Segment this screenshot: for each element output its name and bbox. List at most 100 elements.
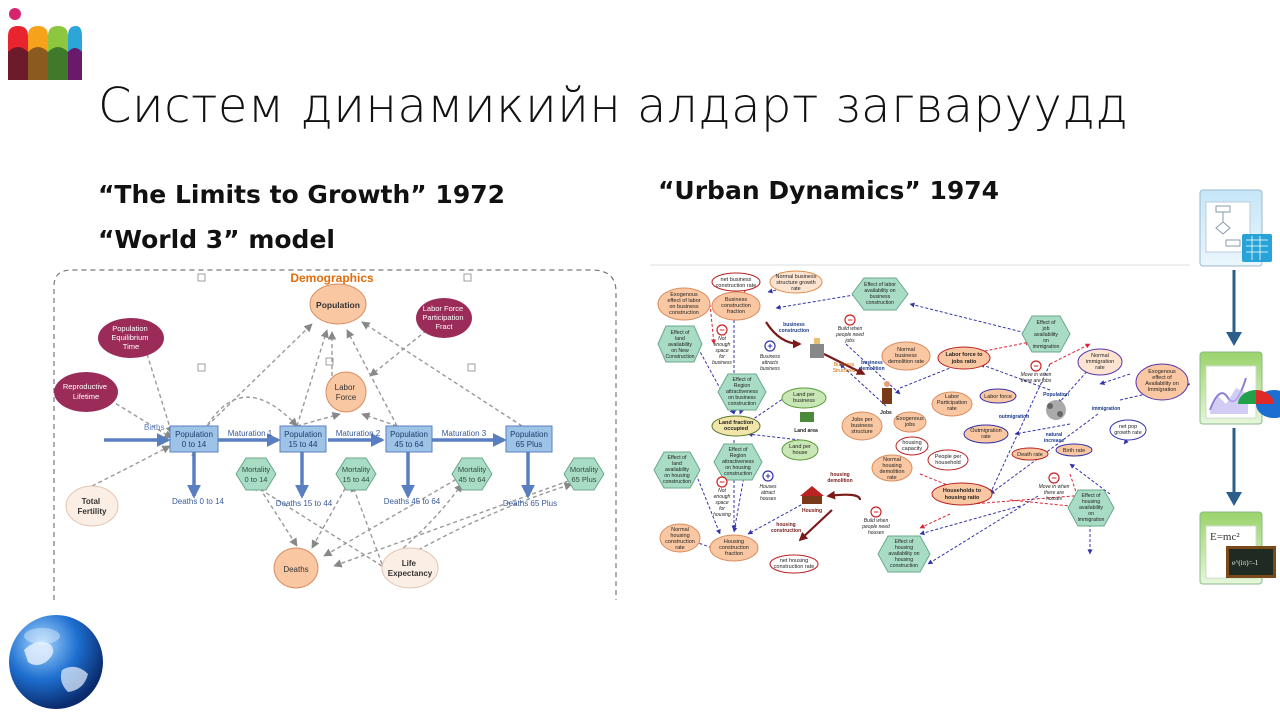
svg-text:−: − [719, 477, 724, 487]
slide-title: Систем динамикийн алдарт загваруудд [98, 78, 1128, 134]
svg-text:Deaths: Deaths [283, 565, 308, 574]
outmigration-rate-node: Outmigrationrate [964, 425, 1008, 443]
deaths-45-64-label: Deaths 45 to 64 [384, 497, 441, 506]
svg-text:e^(iπ)=-1: e^(iπ)=-1 [1232, 559, 1259, 567]
households-housing-ratio-node: Households tohousing ratio [932, 483, 992, 505]
build-when-houses-label: Build whenpeople needhouses [861, 518, 890, 536]
deaths-node: Deaths [274, 548, 318, 588]
land-area-label: Land area [794, 428, 818, 434]
svg-text:Mortality15 to 44: Mortality15 to 44 [342, 465, 371, 484]
demographics-header: Demographics [290, 271, 374, 285]
labor-participation-rate-node: LaborParticipationrate [932, 392, 972, 416]
net-business-construction-rate-node: net businessconstruction rate [712, 273, 760, 291]
svg-text:−: − [847, 315, 852, 325]
svg-text:Population: Population [316, 300, 360, 310]
deaths-0-14-label: Deaths 0 to 14 [172, 497, 225, 506]
move-in-jobs-label: Move in whenthere are jobs [1021, 372, 1052, 384]
chart-icon [1200, 352, 1280, 424]
svg-text:Population15 to 44: Population15 to 44 [284, 430, 322, 449]
globe-icon [6, 612, 106, 712]
maturation-3-label: Maturation 3 [442, 429, 487, 438]
death-rate-node: Death rate [1012, 448, 1048, 460]
maturation-2-label: Maturation 2 [336, 429, 381, 438]
business-attracts-label: Businessattractsbusiness [760, 354, 781, 372]
build-when-jobs-label: Build whenpeople needjobs [835, 326, 864, 344]
svg-text:Death rate: Death rate [1017, 452, 1043, 458]
deaths-65-plus-label: Deaths 65 Plus [503, 499, 557, 508]
immigration-label: immigration [1092, 406, 1121, 412]
deaths-15-44-label: Deaths 15 to 44 [276, 499, 333, 508]
svg-text:Exogenouseffect ofAvailability: Exogenouseffect ofAvailability onImmigra… [1145, 369, 1179, 393]
population-total-node: Population [310, 284, 366, 324]
birth-rate-node: Birth rate [1056, 444, 1092, 456]
mortality-45-64-node: Mortality45 to 64 [452, 458, 492, 490]
svg-text:−: − [1051, 473, 1056, 483]
labor-force-participation-node: Labor Force Participation Fract [416, 298, 472, 338]
svg-text:Households tohousing ratio: Households tohousing ratio [943, 488, 982, 501]
labor-force-node: Labor force [980, 389, 1016, 403]
maturation-1-label: Maturation 1 [228, 429, 273, 438]
flowchart-icon [1200, 190, 1272, 266]
jobs-per-business-node: Jobs perbusinessstructure [842, 412, 882, 440]
exogenous-labor-business-node: Exogenouseffect of laboron businessconst… [658, 288, 710, 320]
population-label: Population [1043, 392, 1069, 398]
business-construction-fraction-node: Businessconstructionfraction [712, 292, 760, 320]
world3-demographics-diagram: Demographics Popu [52, 266, 618, 600]
not-enough-space-business-label: Notenoughspaceforbusiness [712, 336, 732, 366]
population-equilibrium-time-node: Population Equilibrium Time [98, 318, 164, 358]
svg-text:Population65 Plus: Population65 Plus [510, 430, 548, 449]
svg-text:E=mc²: E=mc² [1210, 531, 1240, 543]
labor-force-jobs-ratio-node: Labor force tojobs ratio [938, 347, 990, 369]
outmigration-label: outmigration [999, 414, 1030, 420]
limits-to-growth-subtitle: “The Limits to Growth” 1972 [98, 180, 505, 209]
reproductive-lifetime-node: Reproductive Lifetime [54, 372, 118, 412]
svg-text:−: − [1033, 361, 1038, 371]
world3-subtitle: “World 3” model [98, 225, 335, 254]
colorful-m-logo [6, 6, 82, 80]
housing-label: Housing [802, 508, 822, 514]
svg-text:People perhousehold: People perhousehold [935, 454, 962, 466]
births-label: Births [144, 423, 164, 432]
life-expectancy-node: Life Expectancy [382, 548, 438, 588]
svg-text:−: − [719, 325, 724, 335]
stock-population-45-64: Population45 to 64 [386, 426, 432, 452]
svg-text:−: − [873, 507, 878, 517]
svg-text:+: + [767, 341, 772, 351]
side-icon-column: E=mc² e^(iπ)=-1 [1196, 188, 1280, 588]
effect-labor-business-hex: Effect of laboravailability onbusinessco… [852, 278, 908, 310]
svg-text:Labor Force: Labor Force [335, 383, 358, 402]
svg-text:Birth rate: Birth rate [1063, 448, 1085, 454]
